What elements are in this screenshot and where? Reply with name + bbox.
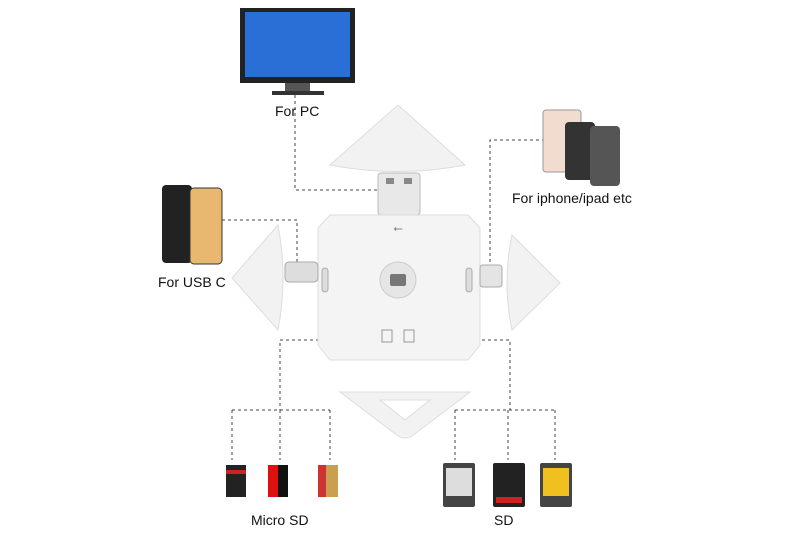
- usb-a-plug: [377, 172, 421, 216]
- micro-sd-cards: [226, 465, 338, 497]
- usb-symbol-icon: ⭠: [393, 221, 403, 235]
- adapter-body: ⭠: [317, 214, 481, 361]
- monitor-icon: [240, 8, 355, 95]
- label-for-pc: For PC: [275, 103, 320, 119]
- usb-c-plug: [284, 261, 319, 283]
- connector-lines: [222, 95, 556, 460]
- iphone-ipad-icon: [542, 109, 620, 186]
- lanyard-cap: [338, 391, 472, 439]
- usb-a-cap: [328, 104, 467, 172]
- label-micro-sd: Micro SD: [251, 512, 309, 528]
- android-phone-icon: [162, 185, 223, 265]
- label-for-iphone: For iphone/ipad etc: [512, 190, 632, 206]
- lightning-plug: [479, 264, 503, 288]
- sd-cards: [443, 463, 572, 507]
- lightning-cap: [506, 233, 561, 331]
- label-for-usb-c: For USB C: [158, 274, 226, 290]
- usb-c-cap: [231, 223, 284, 332]
- label-sd: SD: [494, 512, 514, 528]
